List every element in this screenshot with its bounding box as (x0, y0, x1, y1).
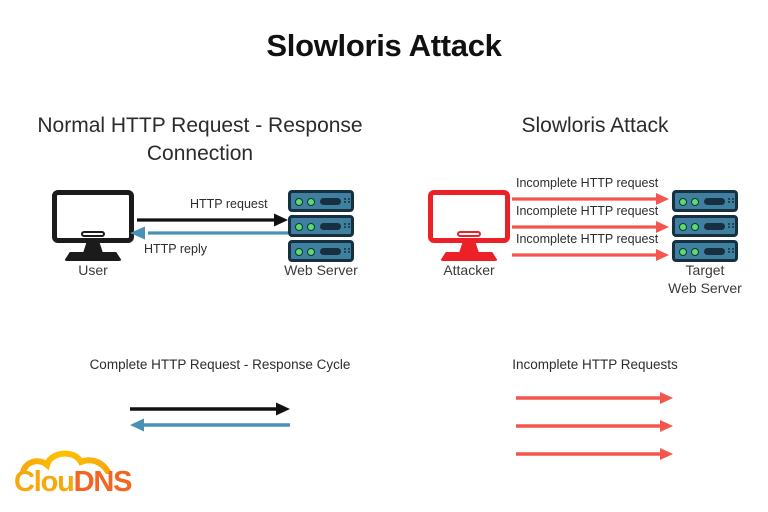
incomplete-request-arrow-2 (512, 220, 669, 234)
monitor-stand-base (64, 252, 122, 261)
monitor-stand-neck (459, 242, 479, 253)
incomplete-request-arrow-3 (512, 248, 669, 262)
server-led-icon (295, 198, 303, 206)
server-unit (288, 215, 354, 237)
page-title: Slowloris Attack (266, 28, 502, 63)
server-led-icon (679, 198, 687, 206)
server-slot (704, 223, 725, 230)
bottom-incomplete-arrow-3 (516, 447, 673, 461)
cloudns-logo: ClouDNS (14, 448, 132, 502)
bottom-complete-request-arrow (130, 402, 290, 416)
monitor-stand-base (440, 252, 498, 261)
server-led-icon (691, 248, 699, 256)
server-vent-dots (344, 198, 352, 205)
server-led-icon (691, 223, 699, 231)
server-led-icon (295, 248, 303, 256)
server-unit (672, 240, 738, 262)
monitor-bezel-button (81, 231, 105, 237)
bottom-incomplete-arrow-1 (516, 391, 673, 405)
server-vent-dots (344, 223, 352, 230)
right-section-heading: Slowloris Attack (521, 114, 669, 137)
http-reply-label: HTTP reply (144, 242, 207, 256)
web-server-icon (288, 190, 354, 262)
server-led-icon (679, 223, 687, 231)
server-led-icon (691, 198, 699, 206)
server-unit (288, 240, 354, 262)
bottom-incomplete-arrow-2 (516, 419, 673, 433)
server-unit (672, 215, 738, 237)
target-web-server-label-line2: Web Server (668, 279, 742, 296)
server-vent-dots (728, 198, 736, 205)
cloudns-wordmark: ClouDNS (14, 468, 132, 497)
server-led-icon (307, 198, 315, 206)
target-web-server-label-line1: Target (685, 262, 725, 278)
bottom-complete-reply-arrow (130, 418, 290, 432)
server-slot (704, 198, 725, 205)
server-vent-dots (728, 223, 736, 230)
target-web-server-icon (672, 190, 738, 262)
server-vent-dots (728, 248, 736, 255)
server-led-icon (295, 223, 303, 231)
left-section-heading: Normal HTTP Request - Response Connectio… (37, 114, 363, 166)
incomplete-request-label-3: Incomplete HTTP request (516, 232, 659, 246)
server-slot (704, 248, 725, 255)
logo-text-clou: Clou (14, 466, 75, 498)
incomplete-request-arrow-1 (512, 192, 669, 206)
server-slot (320, 223, 341, 230)
web-server-label: Web Server (284, 262, 358, 278)
logo-text-dns: DNS (73, 466, 133, 498)
monitor-stand-neck (83, 242, 103, 253)
http-reply-arrow (130, 226, 288, 240)
server-led-icon (307, 248, 315, 256)
target-web-server-label: Target Web Server (650, 262, 760, 297)
server-slot (320, 248, 341, 255)
bottom-left-caption: Complete HTTP Request - Response Cycle (89, 357, 351, 372)
user-label: User (78, 262, 108, 278)
server-unit (672, 190, 738, 212)
http-request-arrow (137, 213, 288, 227)
bottom-right-caption: Incomplete HTTP Requests (512, 357, 678, 372)
server-vent-dots (344, 248, 352, 255)
http-request-label: HTTP request (190, 197, 268, 211)
monitor-bezel-button (457, 231, 481, 237)
server-led-icon (307, 223, 315, 231)
server-slot (320, 198, 341, 205)
server-led-icon (679, 248, 687, 256)
incomplete-request-label-2: Incomplete HTTP request (516, 204, 659, 218)
incomplete-request-label-1: Incomplete HTTP request (516, 176, 659, 190)
attacker-label: Attacker (443, 262, 495, 278)
attacker-monitor-icon (428, 190, 510, 262)
monitor-screen (428, 190, 510, 243)
user-monitor-icon (52, 190, 134, 262)
cloud-icon (20, 450, 111, 474)
server-unit (288, 190, 354, 212)
